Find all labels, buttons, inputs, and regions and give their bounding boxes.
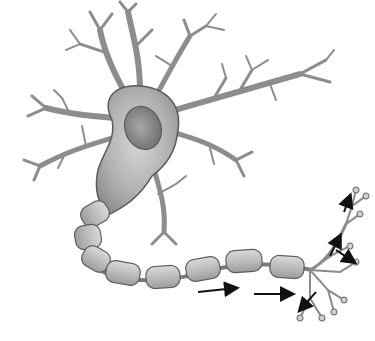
impulse-arrows <box>198 196 354 310</box>
cell-body <box>97 86 179 214</box>
arrow-icon <box>198 288 236 292</box>
myelin-sheath <box>73 197 305 289</box>
arrow-icon <box>300 292 316 310</box>
axon <box>73 197 312 289</box>
arrow-icon <box>336 250 354 262</box>
arrow-icon <box>344 196 350 212</box>
